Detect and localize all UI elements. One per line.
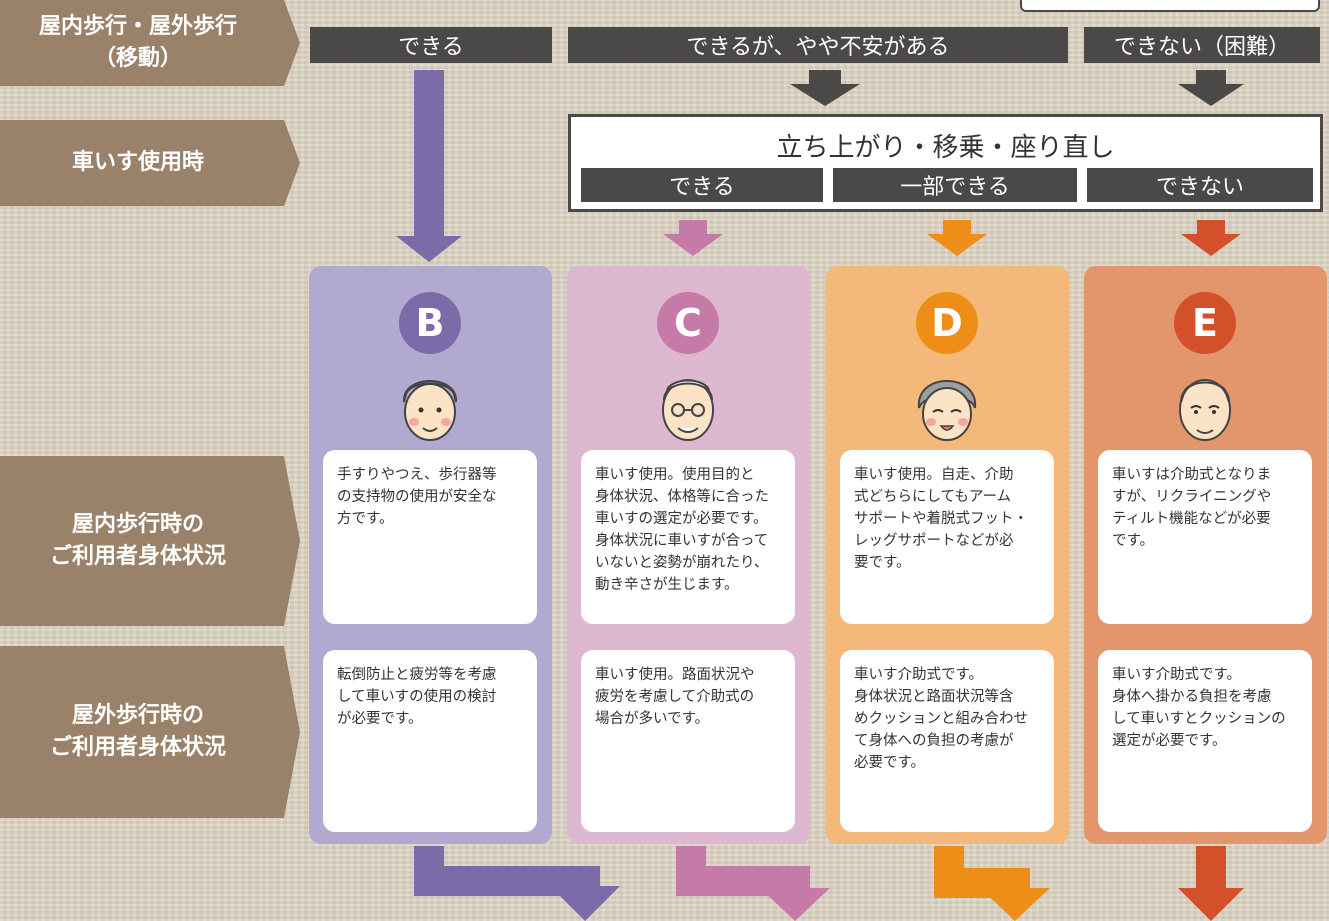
arrow-c-exit [676,846,830,921]
row-label-outdoor: 屋外歩行時の ご利用者身体状況 [0,646,300,818]
card-b-indoor-text: 手すりやつえ、歩行器等 の支持物の使用が安全な 方です。 [337,467,497,527]
card-c-outdoor: 車いす使用。路面状況や 疲労を考慮して介助式の 場合が多いです。 [581,650,795,832]
walking-option-can-text: できる [398,35,464,60]
row-label-walking-text: 屋内歩行・屋外歩行 （移動） [38,14,237,71]
badge-b-letter: B [415,301,445,345]
transfer-option-cannot: できない [1087,168,1313,202]
card-d-indoor-text: 車いす使用。自走、介助 式どちらにしてもアーム サポートや着脱式フット・ レッグ… [854,467,1028,571]
row-label-indoor-text: 屋内歩行時の ご利用者身体状況 [49,512,226,569]
transfer-title-text: 立ち上がり・移乗・座り直し [776,133,1115,163]
row-label-indoor: 屋内歩行時の ご利用者身体状況 [0,456,300,626]
card-b-outdoor: 転倒防止と疲労等を考慮 して車いすの使用の検討 が必要です。 [323,650,537,832]
card-b-indoor: 手すりやつえ、歩行器等 の支持物の使用が安全な 方です。 [323,450,537,624]
column-b: B 手すりやつえ、歩行器等 の支持物の使用が安全な 方です。 転倒防止と疲労等を… [309,266,552,844]
arrow-b-exit [414,846,620,921]
badge-c: C [657,292,719,354]
walking-option-uneasy-text: できるが、やや不安がある [686,35,950,60]
elderly-man-wrinkled-face-icon [1179,379,1231,441]
card-c-indoor: 車いす使用。使用目的と 身体状況、体格等に合った 車いすの選定が必要です。 身体… [581,450,795,624]
arrow-uneasy-down [790,70,860,106]
elderly-man-face-icon [402,380,458,441]
card-d-outdoor: 車いす介助式です。 身体状況と路面状況等含 めクッションと組み合わせ て身体への… [840,650,1054,832]
arrow-cannot-down [1178,70,1244,106]
elderly-man-glasses-face-icon [662,379,714,441]
card-c-outdoor-text: 車いす使用。路面状況や 疲労を考慮して介助式の 場合が多いです。 [595,667,755,727]
walking-option-cannot: できない（困難） [1084,27,1320,63]
row-label-outdoor-text: 屋外歩行時の ご利用者身体状況 [49,703,226,760]
arrow-d-exit [934,846,1050,921]
arrow-e-down [1181,220,1241,256]
column-d: D 車いす使用。自走、介助 式どちらにしてもアーム サポートや着脱式フット・ レ… [826,266,1069,844]
arrow-b-down [396,70,462,262]
transfer-option-can: できる [581,168,823,202]
card-e-indoor-text: 車いすは介助式となりま すが、リクライニングや ティルト機能などが必要 です。 [1112,467,1272,549]
walking-option-uneasy: できるが、やや不安がある [568,27,1068,63]
badge-c-letter: C [674,301,702,345]
card-c-indoor-text: 車いす使用。使用目的と 身体状況、体格等に合った 車いすの選定が必要です。 身体… [595,467,769,593]
walking-option-can: できる [310,27,552,63]
walking-option-cannot-text: できない（困難） [1113,35,1290,60]
row-label-wheelchair-text: 車いす使用時 [71,150,204,175]
badge-d: D [916,292,978,354]
badge-d-letter: D [931,301,963,345]
card-e-indoor: 車いすは介助式となりま すが、リクライニングや ティルト機能などが必要 です。 [1098,450,1312,624]
card-e-outdoor-text: 車いす介助式です。 身体へ掛かる負担を考慮 して車いすとクッションの 選定が必要… [1112,667,1286,749]
row-label-walking: 屋内歩行・屋外歩行 （移動） [0,0,300,86]
column-e: E 車いすは介助式となりま すが、リクライニングや ティルト機能などが必要 です… [1084,266,1327,844]
arrow-e-exit [1178,846,1244,921]
transfer-title: 立ち上がり・移乗・座り直し [571,127,1320,164]
arrow-c-down [663,220,723,256]
card-d-outdoor-text: 車いす介助式です。 身体状況と路面状況等含 めクッションと組み合わせ て身体への… [854,667,1028,771]
transfer-panel: 立ち上がり・移乗・座り直し できる 一部できる できない [568,114,1323,212]
badge-e: E [1174,292,1236,354]
card-d-indoor: 車いす使用。自走、介助 式どちらにしてもアーム サポートや着脱式フット・ レッグ… [840,450,1054,624]
elderly-woman-smiling-face-icon [917,380,977,441]
column-c: C 車いす使用。使用目的と 身体状況、体格等に合った 車いすの選定が必要です。 … [567,266,810,844]
transfer-option-partial: 一部できる [833,168,1077,202]
badge-e-letter: E [1192,301,1218,345]
card-b-outdoor-text: 転倒防止と疲労等を考慮 して車いすの使用の検討 が必要です。 [337,667,497,727]
arrow-d-down [927,220,987,256]
top-right-frame [1020,0,1320,12]
badge-b: B [399,292,461,354]
transfer-option-cannot-text: できない [1155,175,1244,200]
transfer-option-partial-text: 一部できる [900,175,1010,200]
card-e-outdoor: 車いす介助式です。 身体へ掛かる負担を考慮 して車いすとクッションの 選定が必要… [1098,650,1312,832]
transfer-option-can-text: できる [669,175,735,200]
row-label-wheelchair: 車いす使用時 [0,120,300,206]
